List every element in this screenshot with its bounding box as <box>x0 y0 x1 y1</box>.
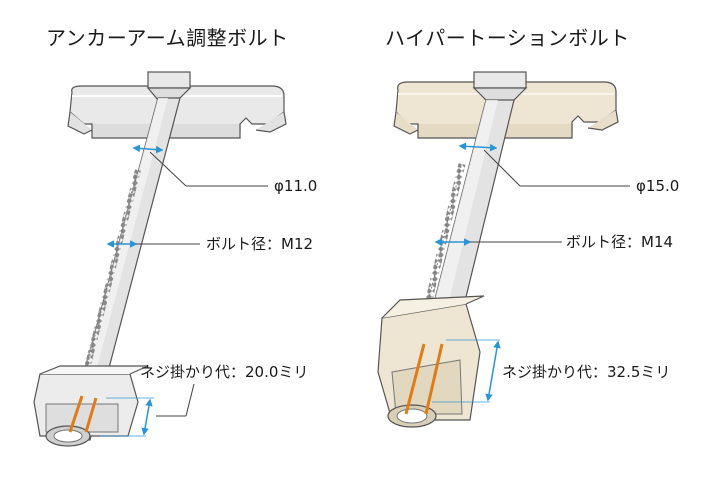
right-diameter-measure <box>458 142 630 187</box>
right-thread-label: ネジ掛かり代：32.5ミリ <box>502 363 670 381</box>
left-diameter-label: φ11.0 <box>274 177 317 195</box>
right-nut <box>377 295 485 428</box>
right-thread-measure <box>432 339 501 403</box>
left-thread-measure <box>100 383 195 437</box>
right-bolt-head <box>472 71 528 103</box>
right-thread-engagement <box>404 343 444 415</box>
right-diameter-label: φ15.0 <box>636 177 679 195</box>
left-bolt-label: ボルト径：M12 <box>206 235 313 253</box>
left-assembly: φ11.0 ボルト径：M12 ネジ掛かり代：20.0ミリ <box>33 71 317 447</box>
left-title: アンカーアーム調整ボルト <box>46 26 289 50</box>
left-thread-engagement <box>68 395 98 433</box>
right-title: ハイパートーションボルト <box>385 26 630 50</box>
right-assembly: φ15.0 ボルト径：M14 ネジ掛かり代：32.5ミリ <box>377 71 679 428</box>
left-diameter-measure <box>132 144 268 187</box>
left-thread-label: ネジ掛かり代：20.0ミリ <box>140 363 308 381</box>
right-bolt-label: ボルト径：M14 <box>566 233 673 251</box>
left-bolt-head <box>146 71 192 101</box>
left-nut <box>33 365 149 447</box>
left-bolt-shank <box>65 97 181 441</box>
